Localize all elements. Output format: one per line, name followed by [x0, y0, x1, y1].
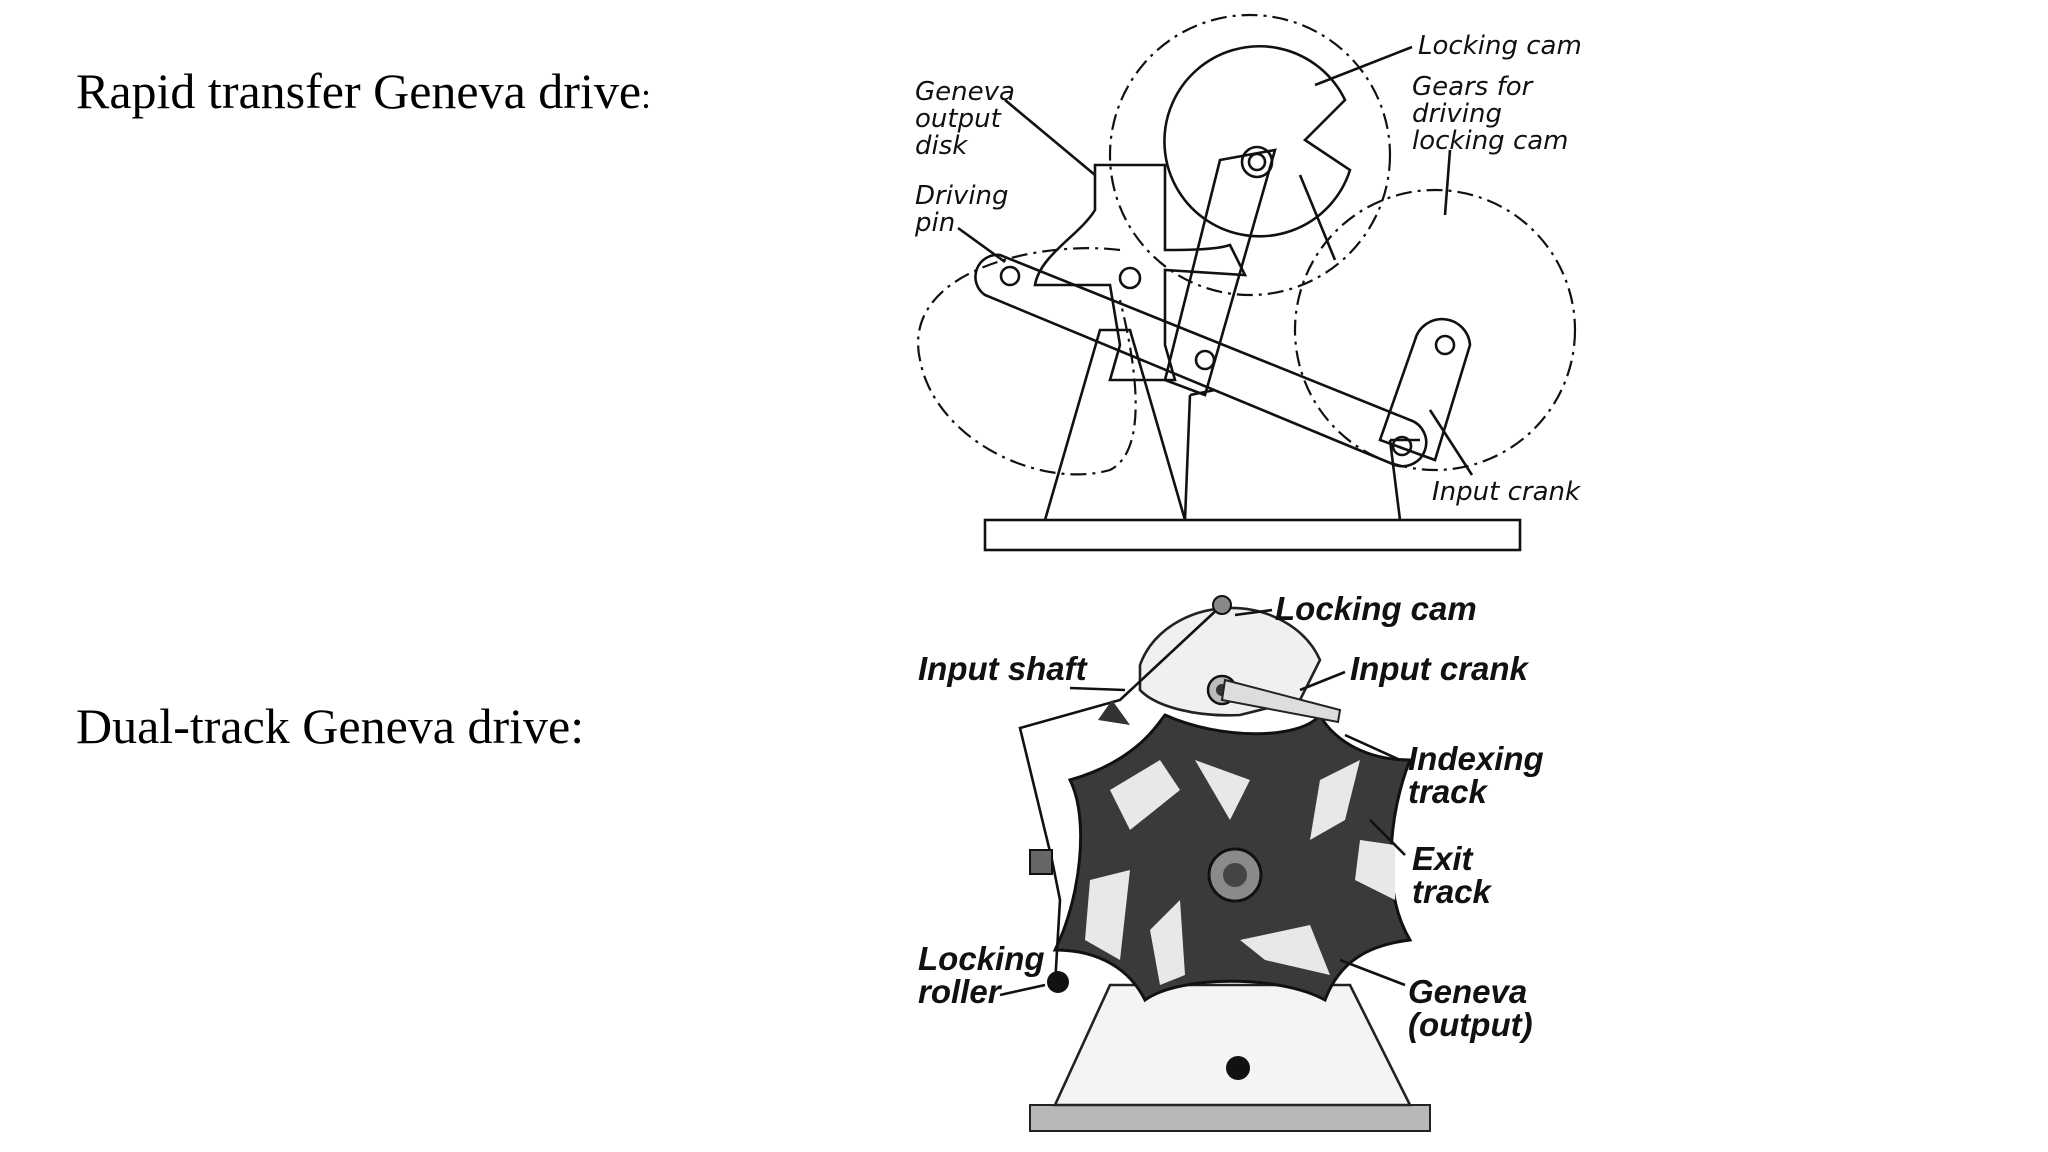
input-crank-arm — [1378, 317, 1472, 462]
heading-dual-track: Dual-track Geneva drive: — [76, 698, 585, 754]
label-indexing-2: track — [1408, 773, 1489, 810]
left-support — [1043, 328, 1187, 521]
label-geneva-2: output — [915, 104, 1002, 134]
locking-cam-2 — [1138, 606, 1322, 717]
label-geneva-1: Geneva — [915, 77, 1015, 107]
label-locking-1: Locking — [918, 940, 1045, 977]
heading-rapid-colon: : — [641, 76, 652, 116]
label-locking-cam-1: Locking cam — [1418, 31, 1582, 61]
heading-rapid-transfer: Rapid transfer Geneva drive: — [76, 62, 651, 120]
locking-gear-pitch-circle — [1108, 13, 1392, 297]
label-locking-2: roller — [918, 973, 1003, 1010]
label-exit-1: Exit — [1412, 840, 1475, 877]
label-geneva-output-2: (output) — [1408, 1006, 1533, 1043]
label-driving-2: pin — [914, 208, 955, 238]
heading-rapid-text: Rapid transfer Geneva drive — [76, 63, 642, 119]
connecting-bar — [974, 253, 1428, 468]
label-input-shaft: Input shaft — [918, 650, 1089, 687]
base-plate-2 — [1029, 1104, 1431, 1132]
linkage-rods — [1018, 604, 1223, 986]
driving-gear-pitch-circle — [1293, 188, 1577, 472]
label-gears-2: driving — [1412, 99, 1502, 129]
label-geneva-output-1: Geneva — [1408, 973, 1527, 1010]
base-plate — [983, 518, 1522, 552]
locking-roller — [1047, 971, 1069, 993]
label-exit-2: track — [1412, 873, 1493, 910]
dual-track-diagram: Locking cam Input shaft Input crank Inde… — [918, 590, 1544, 1132]
rapid-transfer-diagram: Locking cam Gears for driving locking ca… — [914, 13, 1582, 552]
geneva-output-disk — [1033, 163, 1248, 382]
pin-path-curve — [917, 247, 1137, 476]
label-gears-3: locking cam — [1412, 126, 1569, 156]
label-gears-1: Gears for — [1412, 72, 1535, 102]
geneva-hub — [1118, 266, 1142, 290]
label-input-crank-2: Input crank — [1350, 650, 1530, 687]
label-input-crank-1: Input crank — [1432, 477, 1581, 507]
driving-pin — [999, 265, 1021, 287]
label-indexing-1: Indexing — [1408, 740, 1544, 777]
support-2 — [1052, 983, 1413, 1107]
label-driving-1: Driving — [915, 181, 1009, 211]
locking-cam-shape — [1163, 45, 1352, 238]
label-geneva-3: disk — [915, 131, 968, 161]
label-locking-cam-2: Locking cam — [1275, 590, 1477, 627]
